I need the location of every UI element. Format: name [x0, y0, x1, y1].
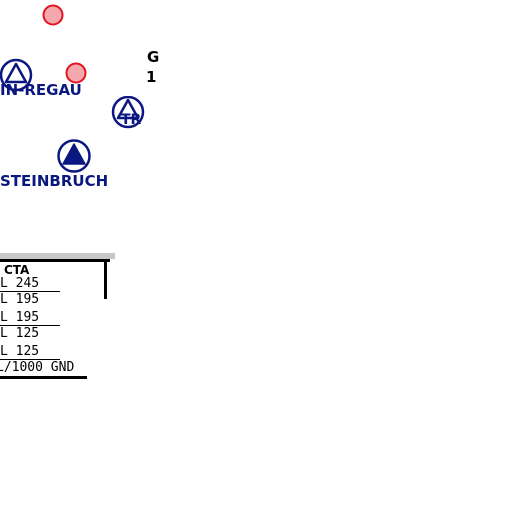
table-divider-1	[0, 291, 60, 292]
tr-reporting-point-icon[interactable]	[110, 96, 148, 132]
table-right-border	[104, 259, 107, 299]
red-circle-marker-top	[42, 4, 64, 26]
waypoint-filled-triangle-icon[interactable]	[56, 138, 94, 174]
table-row-4: L 125	[0, 326, 40, 341]
waypoint-label-steinbruch: STEINBRUCH	[0, 172, 109, 190]
table-row-1: L 245	[0, 276, 40, 291]
red-circle-marker-mid	[65, 62, 87, 84]
table-divider-3	[0, 359, 60, 360]
table-row-2: L 195	[0, 292, 40, 307]
tr-symbol-label: TR	[121, 112, 142, 128]
table-row-3: L 195	[0, 310, 40, 325]
table-header: CTA	[4, 263, 30, 277]
table-top-border	[0, 259, 110, 262]
side-text-line1: G	[147, 48, 160, 66]
table-shadow-bar	[0, 253, 115, 259]
waypoint-label-in-regau: IN-REGAU	[0, 81, 82, 99]
table-divider-2	[0, 325, 60, 326]
table-row-6: L/1000 GND	[0, 360, 75, 375]
table-bottom-border	[0, 376, 87, 379]
table-row-5: L 125	[0, 344, 40, 359]
waypoint-open-triangle-icon[interactable]	[0, 58, 35, 92]
side-text-line2: 1	[146, 68, 157, 86]
